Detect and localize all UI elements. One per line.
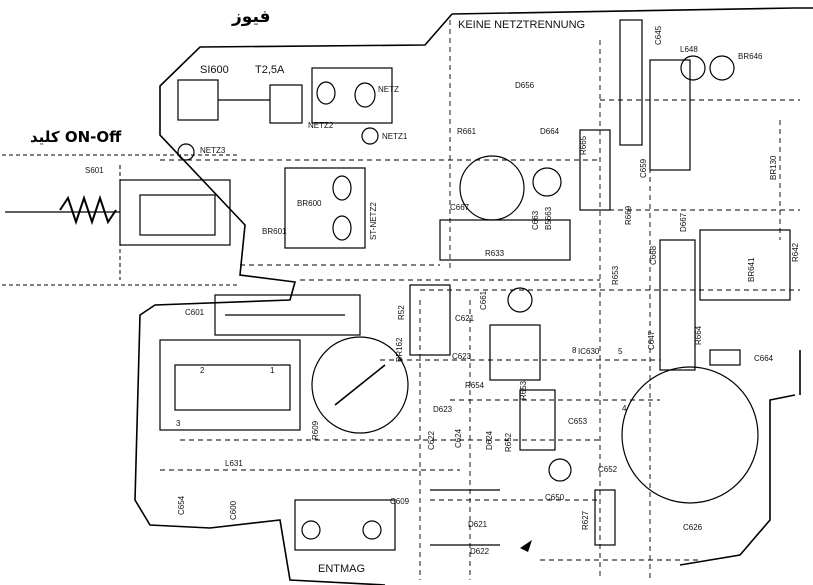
label-netz3: NETZ3 bbox=[200, 146, 226, 155]
pin-8: 8 bbox=[572, 346, 577, 355]
label-c600: C600 bbox=[229, 500, 238, 520]
label-l631: L631 bbox=[225, 459, 243, 468]
label-c645: C645 bbox=[654, 25, 663, 45]
label-br130: BR130 bbox=[769, 155, 778, 180]
label-br600: BR600 bbox=[297, 199, 322, 208]
label-l648: L648 bbox=[680, 45, 698, 54]
label-r652: R652 bbox=[504, 432, 513, 452]
label-c654: C654 bbox=[177, 495, 186, 515]
label-r609: R609 bbox=[311, 420, 320, 440]
traces bbox=[5, 19, 791, 551]
label-c650: C650 bbox=[545, 493, 565, 502]
label-r633: R633 bbox=[485, 249, 505, 258]
board-outline bbox=[134, 7, 813, 585]
label-netz: NETZ bbox=[378, 85, 399, 94]
label-c601: C601 bbox=[185, 308, 205, 317]
label-r654: R654 bbox=[465, 381, 485, 390]
label-br601: BR601 bbox=[262, 227, 287, 236]
label-c624: C624 bbox=[454, 428, 463, 448]
label-r669: R669 bbox=[624, 205, 633, 225]
label-netz1: NETZ1 bbox=[382, 132, 408, 141]
label-c659: C659 bbox=[639, 158, 648, 178]
label-r627: R627 bbox=[581, 510, 590, 530]
label-st-netz2: ST-NETZ2 bbox=[369, 202, 378, 240]
label-br646: BR646 bbox=[738, 52, 763, 61]
pin-4: 4 bbox=[622, 404, 627, 413]
label-s601: S601 bbox=[85, 166, 104, 175]
label-r661: R661 bbox=[457, 127, 477, 136]
fuse-annotation: فيوز bbox=[232, 7, 271, 27]
pin-2: 2 bbox=[200, 366, 205, 375]
label-br641: BR641 bbox=[747, 257, 756, 282]
switch-outline bbox=[2, 154, 240, 286]
label-c623: C623 bbox=[452, 352, 472, 361]
label-r642: R642 bbox=[791, 242, 800, 262]
label-d621: D621 bbox=[468, 520, 488, 529]
label-ic630: IC630 bbox=[578, 347, 600, 356]
pin-3: 3 bbox=[176, 419, 181, 428]
label-c609: C609 bbox=[390, 497, 410, 506]
label-r653: R653 bbox=[611, 265, 620, 285]
label-d667: D667 bbox=[679, 212, 688, 232]
label-br162: BR162 bbox=[395, 337, 404, 362]
label-c622: C622 bbox=[427, 430, 436, 450]
label-b5663: B5663 bbox=[544, 206, 553, 230]
label-d664: D664 bbox=[540, 127, 560, 136]
label-si600: SI600 bbox=[200, 64, 229, 76]
label-d624: D624 bbox=[485, 430, 494, 450]
label-d623: D623 bbox=[433, 405, 453, 414]
pin-1: 1 bbox=[270, 366, 275, 375]
label-c663: C663 bbox=[531, 210, 540, 230]
label-r52: R52 bbox=[397, 305, 406, 320]
label-r653b: R653 bbox=[519, 380, 528, 400]
label-netz2: NETZ2 bbox=[308, 121, 334, 130]
label-c667: C667 bbox=[450, 203, 470, 212]
pin-5: 5 bbox=[618, 347, 623, 356]
header-label: KEINE NETZTRENNUNG bbox=[458, 19, 586, 31]
dashed-traces bbox=[160, 20, 800, 580]
label-d622: D622 bbox=[470, 547, 490, 556]
label-c647: C647 bbox=[647, 330, 656, 350]
label-c653: C653 bbox=[568, 417, 588, 426]
label-c668: C668 bbox=[649, 245, 658, 265]
arrow-icon bbox=[520, 540, 532, 552]
label-c661: C661 bbox=[479, 290, 488, 310]
label-c652: C652 bbox=[598, 465, 618, 474]
switch-annotation: كليد ON-Off bbox=[30, 128, 122, 146]
label-t25a: T2,5A bbox=[255, 64, 285, 76]
label-r664: R664 bbox=[694, 325, 703, 345]
label-d656: D656 bbox=[515, 81, 535, 90]
label-r665: R665 bbox=[579, 135, 588, 155]
label-c626: C626 bbox=[683, 523, 703, 532]
label-c621: C621 bbox=[455, 314, 475, 323]
label-c664: C664 bbox=[754, 354, 774, 363]
entmag-label: ENTMAG bbox=[318, 563, 366, 575]
